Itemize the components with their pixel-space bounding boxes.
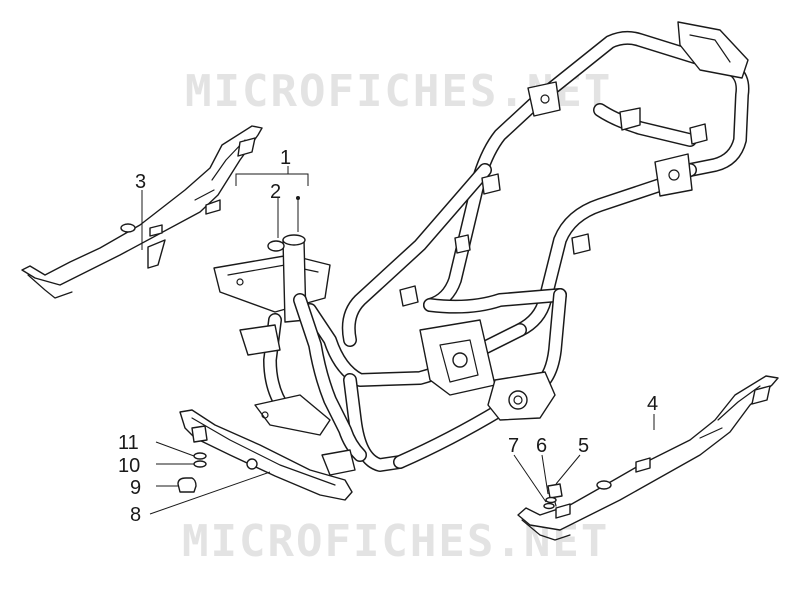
callout-11: 11 [118, 432, 139, 454]
leader-lines [141, 166, 655, 515]
washer-11 [193, 452, 207, 460]
headstock-assembly [213, 234, 367, 476]
hardware-left [177, 452, 207, 493]
callout-1: 1 [280, 147, 291, 169]
callout-4: 4 [647, 393, 658, 415]
hardware-right [543, 483, 563, 510]
washer-6 [545, 496, 557, 504]
callout-6: 6 [536, 435, 547, 457]
washer-7 [543, 502, 555, 510]
callout-5: 5 [578, 435, 589, 457]
bolt-9 [177, 477, 197, 493]
bolt-5 [547, 483, 563, 499]
cross-member [179, 409, 353, 501]
callout-2: 2 [270, 181, 281, 203]
main-frame [303, 21, 750, 472]
bearing-ring [267, 240, 285, 252]
callout-3: 3 [135, 171, 146, 193]
callout-10: 10 [118, 455, 140, 477]
callout-8: 8 [130, 504, 141, 526]
left-footrest-bracket [21, 125, 263, 299]
washer-10 [193, 460, 207, 468]
callout-9: 9 [130, 477, 141, 499]
callout-7: 7 [508, 435, 519, 457]
right-footrest-bracket [517, 375, 779, 541]
